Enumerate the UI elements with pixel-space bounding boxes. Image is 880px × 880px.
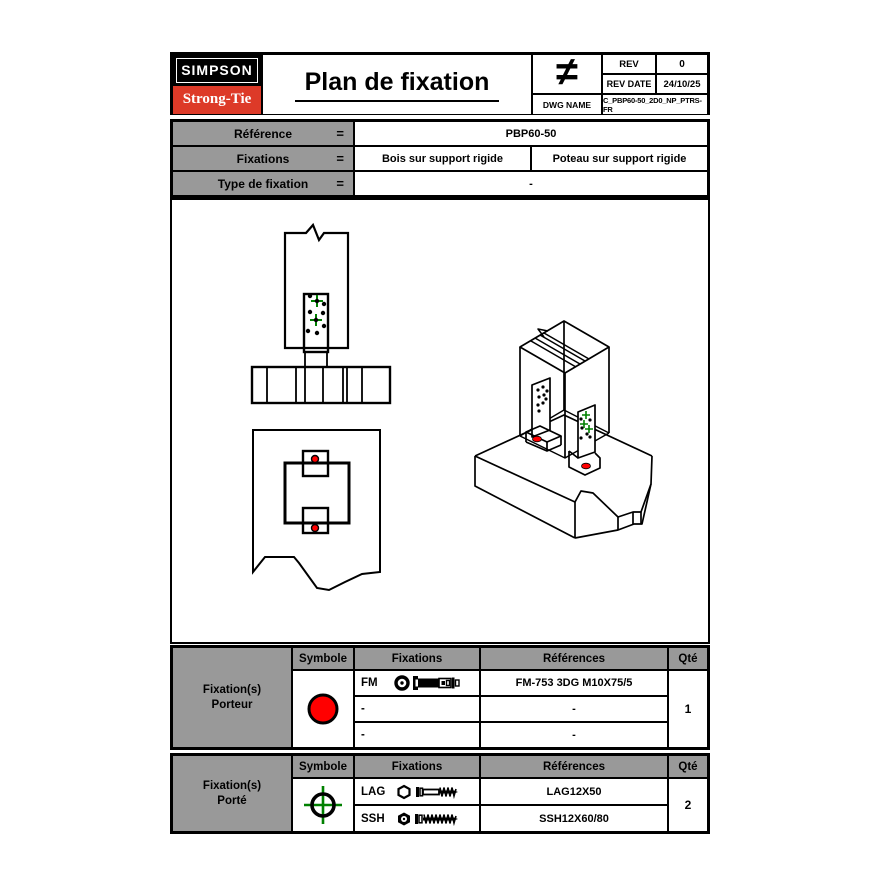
fixations-row-label: Fixations = [173,147,353,170]
logo-simpson: SIMPSON [173,55,261,86]
rev-label: REV [603,55,655,73]
fixation-value-2: Poteau sur support rigide [532,147,707,170]
red-circle-symbol [293,671,353,747]
crosshair-symbol [293,779,353,831]
porteur-group-label: Fixation(s) Porteur [173,648,291,747]
ssh-fixation-cell: SSH [355,806,479,831]
isometric-view-drawing [474,320,653,539]
type-fixation-row-label: Type de fixation = [173,172,353,195]
header-symbole: Symbole [293,756,353,777]
lag-reference: LAG12X50 [481,779,667,804]
porteur-qty: 1 [669,671,707,747]
empty-reference: - [481,723,667,747]
reference-table: Référence = PBP60-50 Fixations = Bois su… [170,119,710,198]
fm-reference: FM-753 3DG M10X75/5 [481,671,667,695]
reference-row-label: Référence = [173,122,353,145]
porte-qty: 2 [669,779,707,831]
header-fixations: Fixations [355,756,479,777]
porteur-table: Fixation(s) Porteur Symbole Fixations Ré… [170,645,710,750]
rev-date-value: 24/10/25 [657,75,707,93]
dwg-name-value: C_PBP60-50_2D0_NP_PTRS-FR [603,95,707,114]
empty-fixation-cell: - [355,697,479,721]
header-symbole: Symbole [293,648,353,669]
header-references: Références [481,756,667,777]
crosshair-icon [304,786,342,824]
dwg-name-label: DWG NAME [533,95,601,114]
porte-group-label: Fixation(s) Porté [173,756,291,831]
empty-reference: - [481,697,667,721]
empty-fixation-cell: - [355,723,479,747]
reference-value: PBP60-50 [355,122,707,145]
logo-strongtie: Strong-Tie [173,85,261,114]
plan-anchor-symbols [310,454,320,533]
header-fixations: Fixations [355,648,479,669]
type-fixation-value: - [355,172,707,195]
fixation-value-1: Bois sur support rigide [355,147,530,170]
brand-logo: SIMPSON Strong-Tie [173,55,261,114]
drawing-area [170,198,710,644]
plan-view-drawing [252,429,381,592]
equals-sign: = [336,176,344,191]
front-elevation-drawing [250,222,392,405]
rev-date-label: REV DATE [603,75,655,93]
header-references: Références [481,648,667,669]
ssh-screw-icon [398,812,458,826]
title-block: SIMPSON Strong-Tie Plan de fixation ≠ RE… [170,52,710,115]
header-qte: Qté [669,756,707,777]
porte-table: Fixation(s) Porté Symbole Fixations Réfé… [170,753,710,834]
ssh-reference: SSH12X60/80 [481,806,667,831]
elevation-fastener-symbols [305,293,327,336]
fm-fixation-cell: FM [355,671,479,695]
rev-value: 0 [657,55,707,73]
red-circle-icon [307,693,339,725]
equals-sign: = [336,151,344,166]
lag-screw-icon [397,784,458,799]
technical-drawing [250,222,653,592]
not-equal-icon: ≠ [533,55,601,93]
isometric-fastener-symbols [532,385,593,470]
page-title: Plan de fixation [263,55,531,114]
expansion-anchor-icon [394,675,460,691]
lag-fixation-cell: LAG [355,779,479,804]
equals-sign: = [336,126,344,141]
document: SIMPSON Strong-Tie Plan de fixation ≠ RE… [170,52,710,834]
header-qte: Qté [669,648,707,669]
